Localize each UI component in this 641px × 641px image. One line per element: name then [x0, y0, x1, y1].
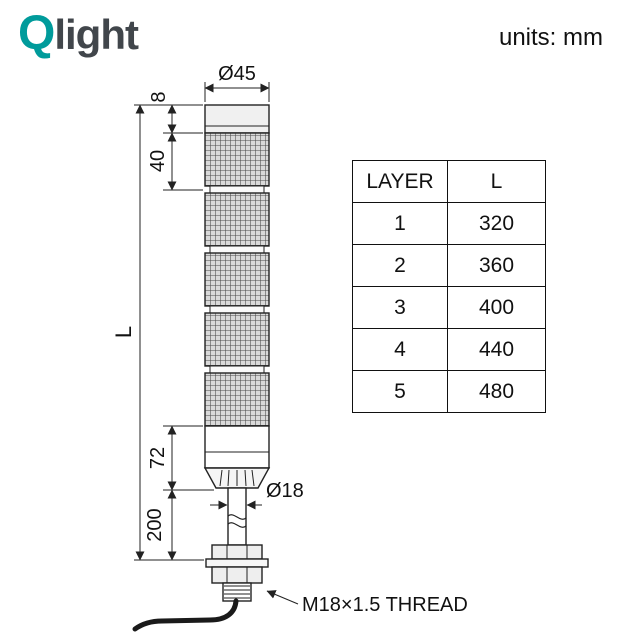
cell-length: 360 — [447, 244, 546, 287]
cell-length: 440 — [447, 328, 546, 371]
pole-break-line — [227, 522, 247, 528]
lens-module-3 — [204, 252, 270, 307]
pole-break-line — [227, 514, 247, 520]
dim-label-cap-8: 8 — [148, 91, 170, 102]
dim-label-diameter-45: Ø45 — [218, 63, 256, 85]
table-row: 4 440 — [352, 328, 546, 371]
dim-label-body-72: 72 — [147, 447, 169, 469]
dim-label-module-40: 40 — [147, 150, 169, 172]
dim-label-overall-L: L — [111, 326, 136, 338]
tower-lower-body — [204, 425, 270, 469]
cell-layer: 1 — [352, 202, 448, 245]
lens-module-5 — [204, 372, 270, 427]
units-label: units: mm — [498, 24, 603, 51]
dim-label-diameter-18: Ø18 — [266, 480, 304, 502]
brand-logo-q: Q — [18, 7, 55, 60]
table-header-layer: LAYER — [352, 160, 448, 203]
brand-logo-rest: light — [54, 11, 139, 58]
cell-length: 320 — [447, 202, 546, 245]
washer — [205, 558, 269, 568]
module-joint — [209, 305, 265, 314]
cell-layer: 3 — [352, 286, 448, 329]
brand-logo: Q light — [18, 7, 139, 60]
table-row: 2 360 — [352, 244, 546, 287]
table-header-row: LAYER L — [352, 160, 546, 203]
hex-nut-lower — [211, 566, 263, 584]
table-header-l: L — [447, 160, 546, 203]
table-row: 5 480 — [352, 370, 546, 413]
dim-label-base-200: 200 — [144, 508, 166, 541]
tower-cap — [204, 104, 270, 134]
module-joint — [209, 245, 265, 254]
table-row: 1 320 — [352, 202, 546, 245]
lens-module-2 — [204, 192, 270, 247]
tower-graphic — [132, 104, 271, 632]
layer-length-table: LAYER L 1 320 2 360 3 400 4 440 5 480 — [352, 160, 546, 413]
cell-length: 400 — [447, 286, 546, 329]
module-joint — [209, 185, 265, 194]
table-row: 3 400 — [352, 286, 546, 329]
cell-layer: 4 — [352, 328, 448, 371]
dimension-lines — [134, 82, 299, 605]
module-joint — [209, 365, 265, 374]
lens-module-1 — [204, 132, 270, 187]
hex-nut-upper — [211, 544, 263, 560]
cell-layer: 2 — [352, 244, 448, 287]
cell-layer: 5 — [352, 370, 448, 413]
thread-label: M18×1.5 THREAD — [302, 594, 468, 616]
cable — [132, 598, 239, 632]
lens-module-4 — [204, 312, 270, 367]
cell-length: 480 — [447, 370, 546, 413]
